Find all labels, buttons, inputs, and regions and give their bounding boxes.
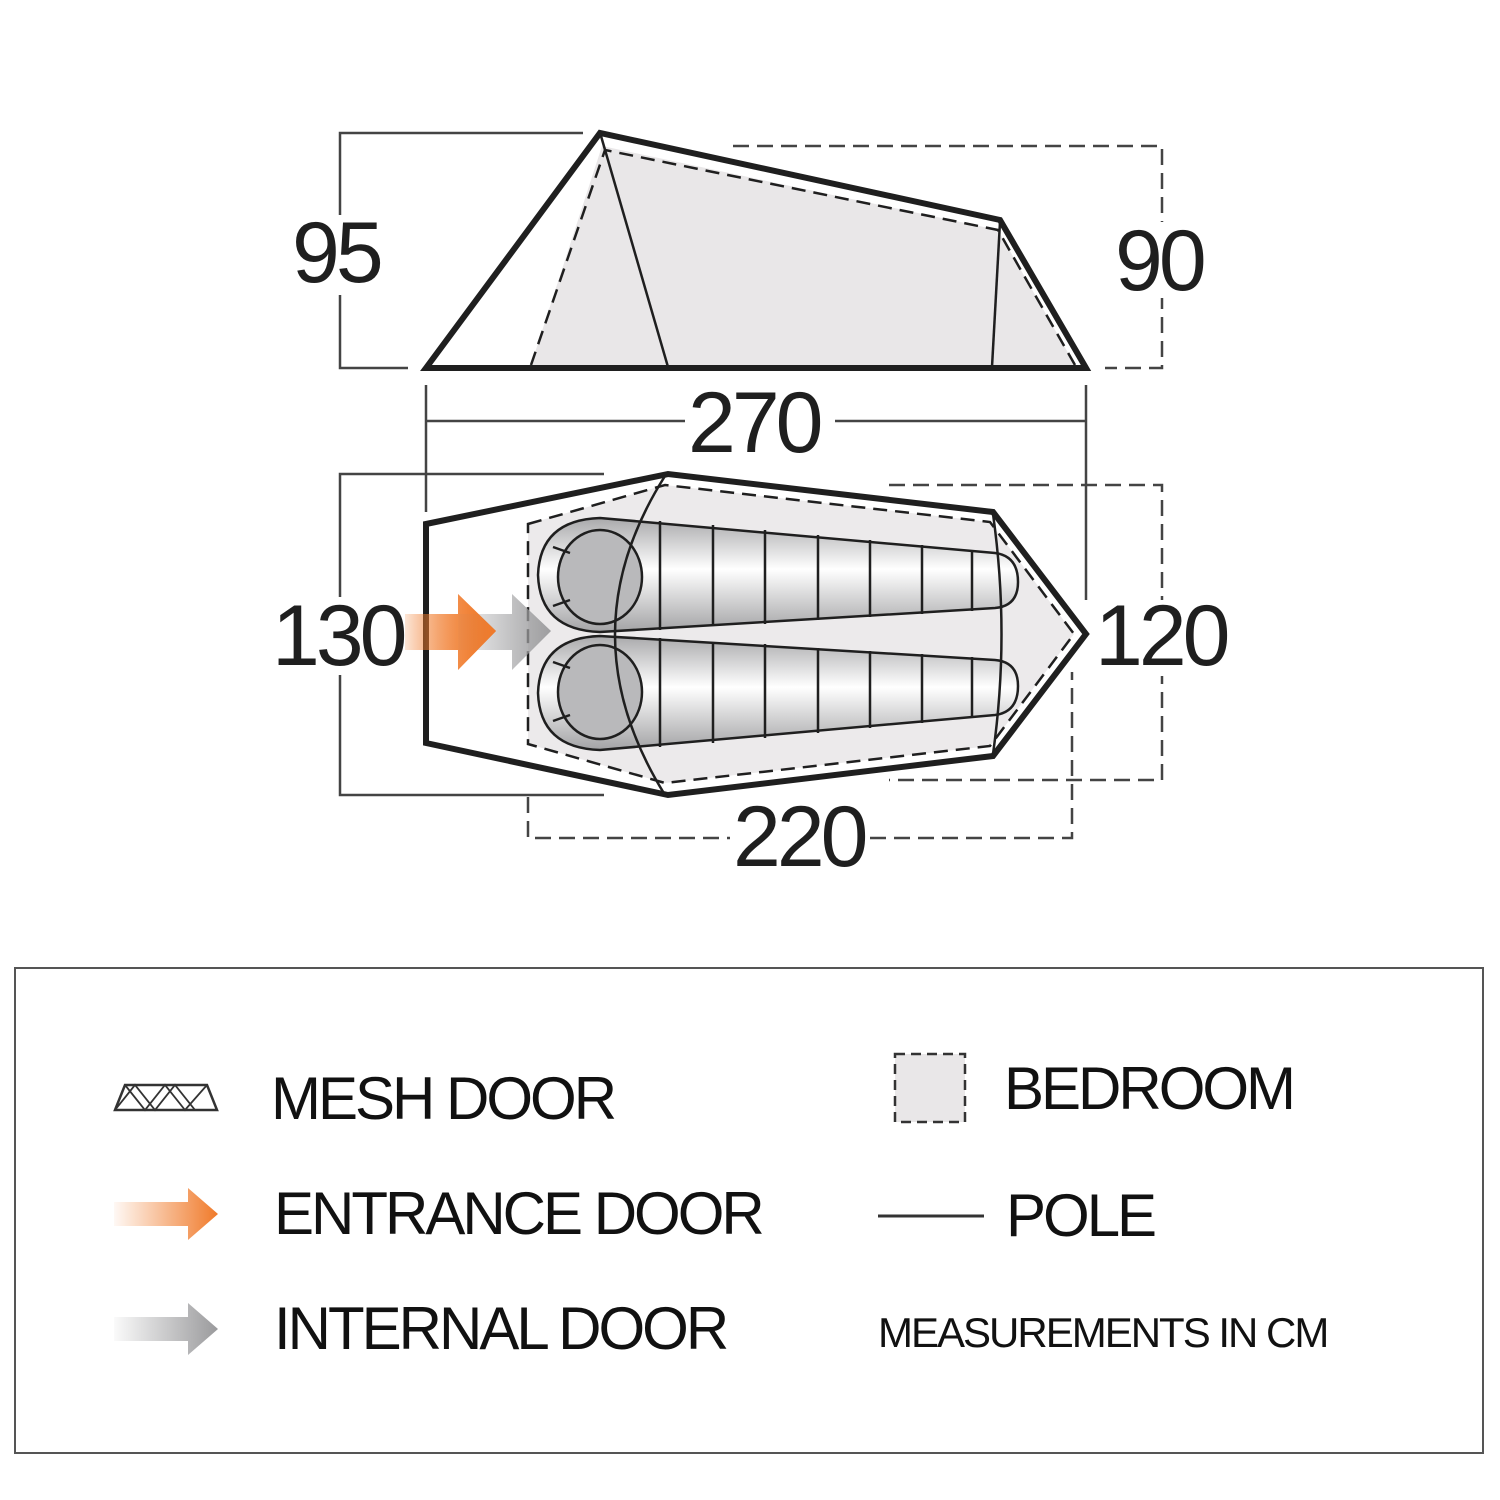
sleeping-bag-top — [536, 516, 1020, 634]
legend-label-mesh-door: MESH DOOR — [271, 1065, 617, 1132]
pole-rear — [990, 221, 1002, 368]
internal-arrow-icon — [458, 594, 551, 670]
length-dimension: 270 — [424, 375, 1088, 600]
pole-rear-plan — [991, 513, 1003, 755]
rear-height-label: 90 — [1115, 213, 1204, 309]
legend-item-internal-door: INTERNAL DOOR — [114, 1294, 729, 1363]
legend-item-bedroom: BEDROOM — [892, 1051, 1296, 1125]
length-label: 270 — [688, 375, 821, 471]
front-height-label: 95 — [292, 205, 381, 301]
pole-line-icon — [878, 1214, 984, 1217]
legend-label-pole: POLE — [1006, 1182, 1157, 1249]
internal-arrow-icon — [114, 1302, 218, 1355]
side-view: 95 90 — [292, 129, 1210, 371]
pole-front-plan — [613, 475, 667, 796]
legend-item-mesh-door: MESH DOOR — [111, 1064, 617, 1133]
head-bottom — [556, 643, 644, 741]
legend-item-pole: POLE — [878, 1181, 1157, 1250]
fly-outline — [423, 470, 1090, 799]
sleeping-bag-bottom — [536, 634, 1020, 752]
legend-label-bedroom: BEDROOM — [1004, 1054, 1296, 1122]
bedroom-icon — [893, 1052, 967, 1124]
rear-width-label: 120 — [1095, 588, 1228, 684]
entrance-arrow-icon — [114, 1187, 218, 1240]
side-bedroom-area — [531, 146, 1075, 365]
legend-item-entrance-door: ENTRANCE DOOR — [114, 1179, 765, 1248]
inner-length-label: 220 — [733, 789, 866, 885]
floor-plan: 130 120 220 — [272, 470, 1232, 885]
measurements-note-text: MEASUREMENTS IN CM — [878, 1309, 1329, 1356]
legend-label-entrance-door: ENTRANCE DOOR — [274, 1180, 765, 1247]
measurements-note: MEASUREMENTS IN CM — [878, 1309, 1329, 1357]
mesh-door-icon — [113, 1083, 219, 1111]
front-width-label: 130 — [272, 588, 405, 684]
tent-dimension-diagram: 95 90 270 130 120 220 — [272, 129, 1232, 885]
pole-front — [599, 135, 670, 368]
legend-box: MESH DOOR ENTRANCE DOOR INTERNAL DOO — [14, 967, 1484, 1454]
legend-label-internal-door: INTERNAL DOOR — [274, 1295, 729, 1362]
head-top — [556, 528, 644, 626]
